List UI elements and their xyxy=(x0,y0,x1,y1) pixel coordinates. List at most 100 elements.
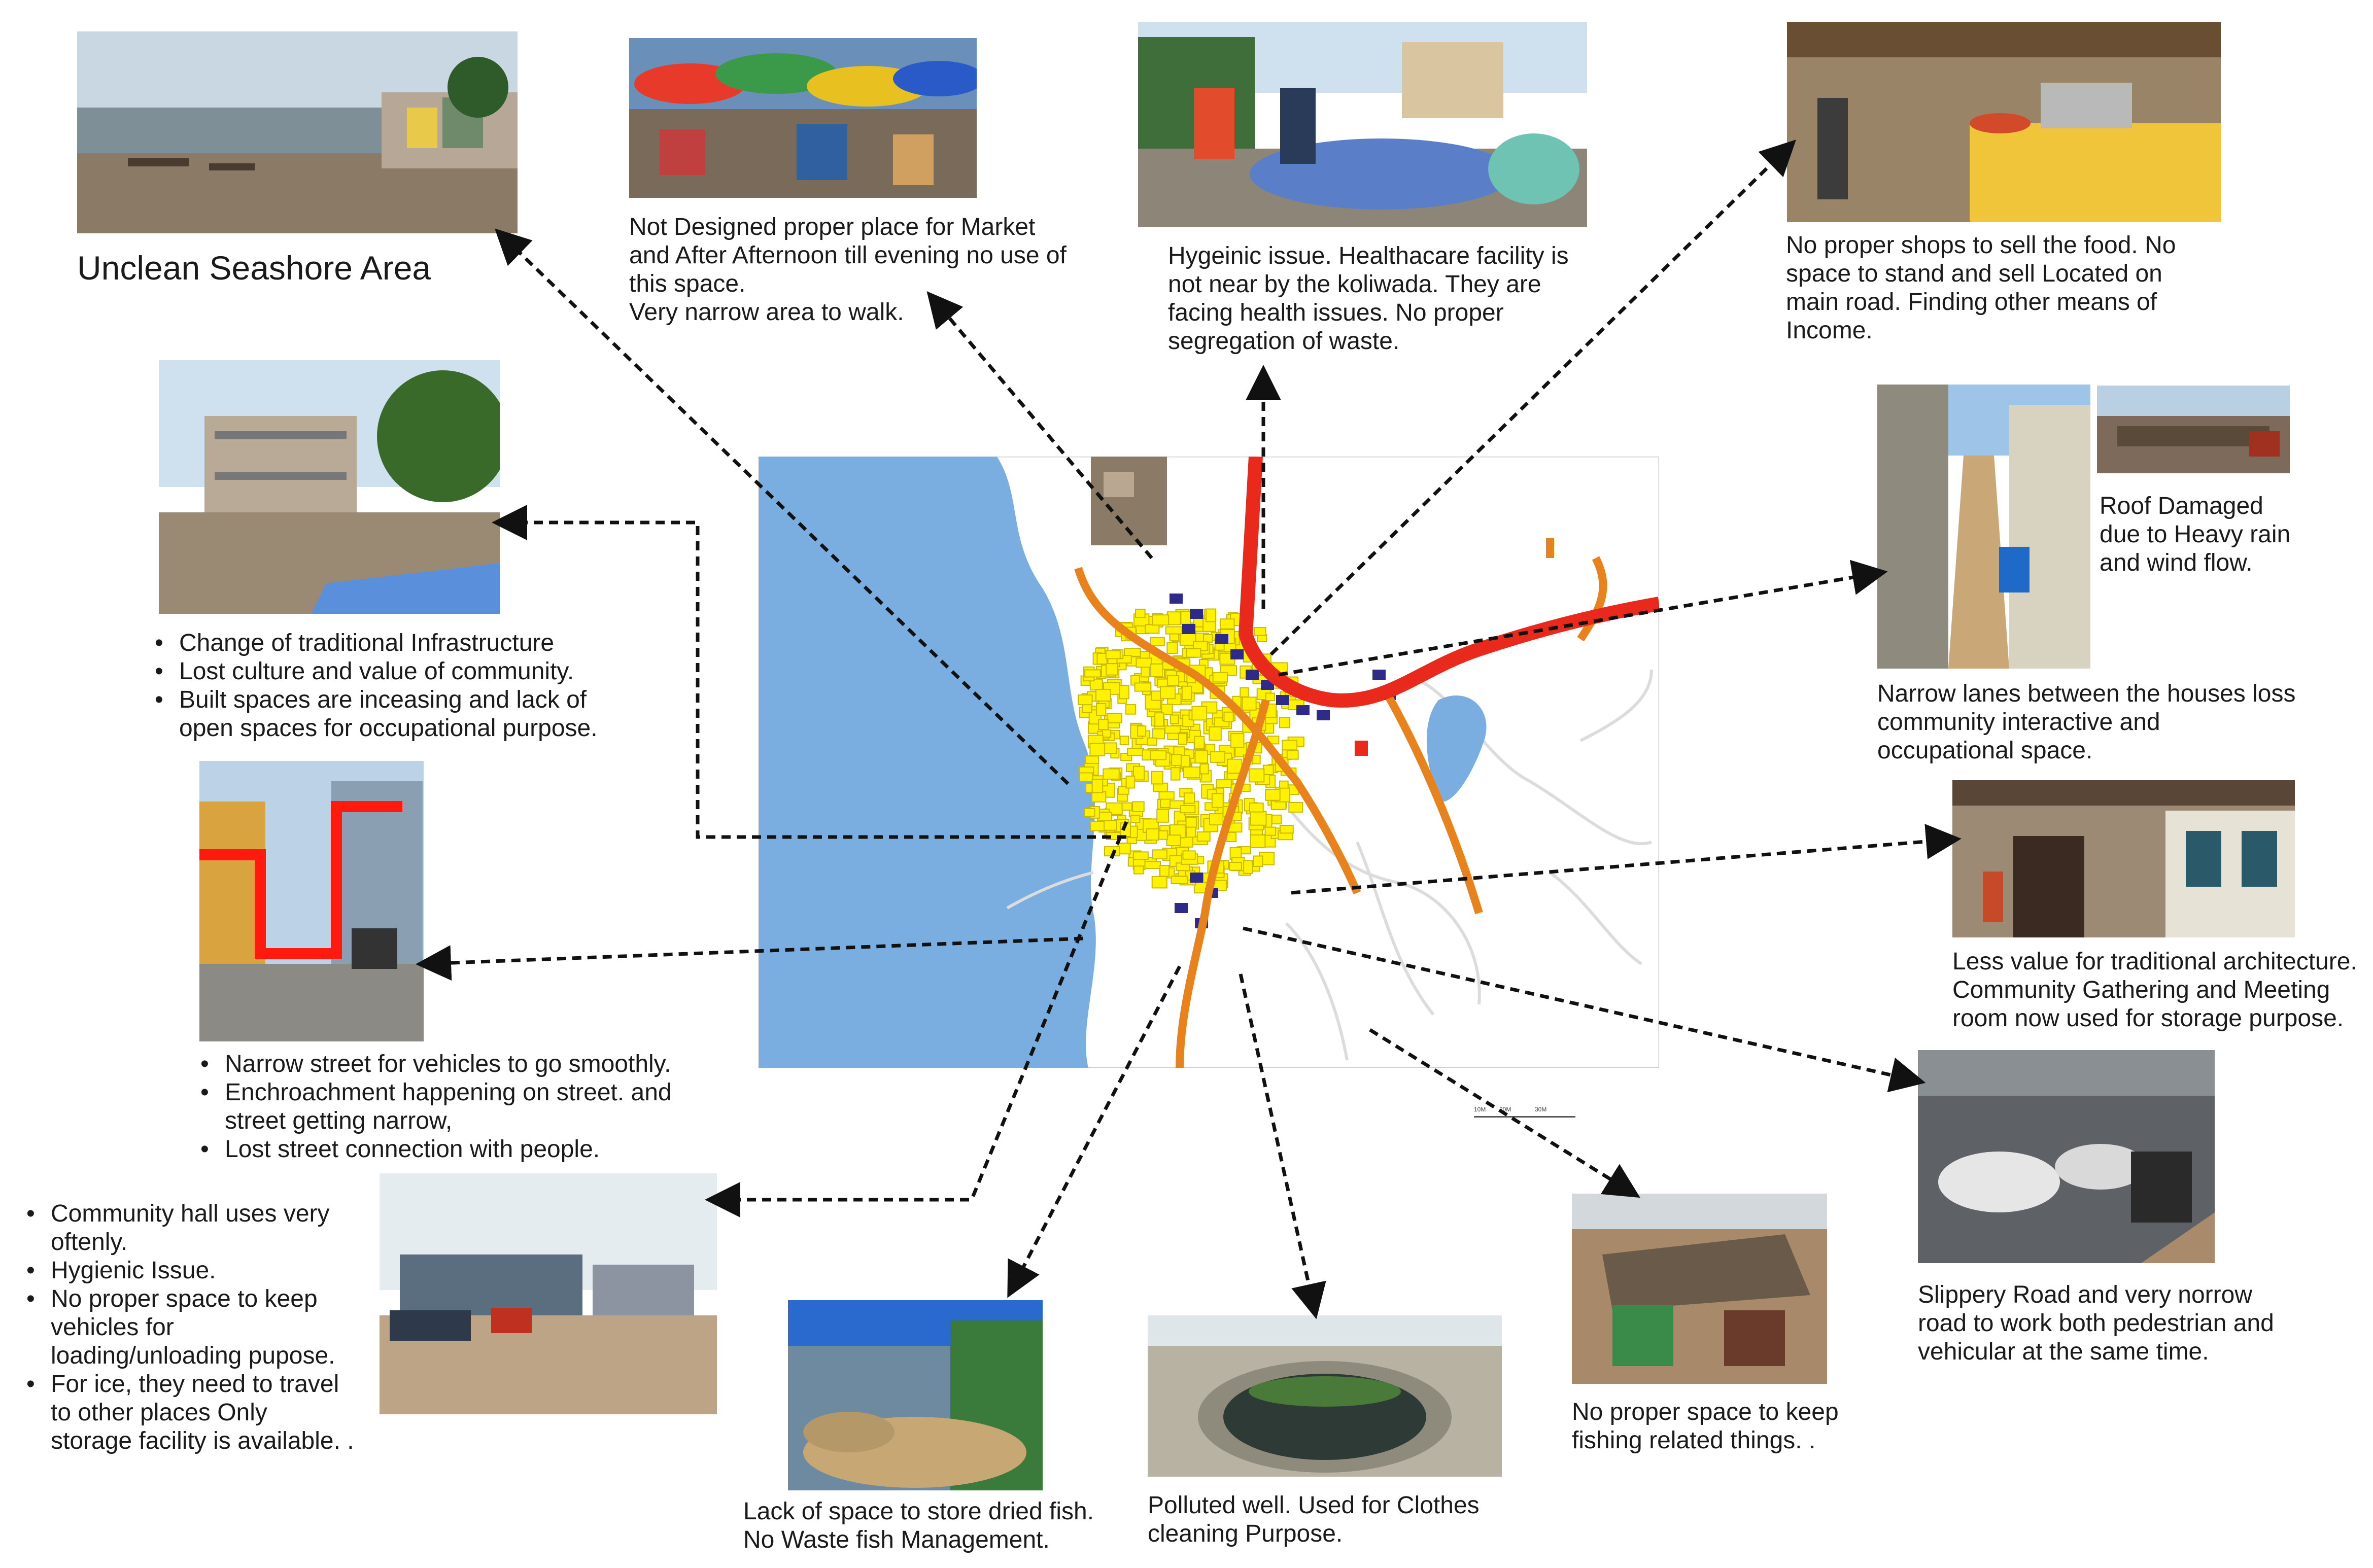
house-block xyxy=(1180,755,1190,768)
house-block xyxy=(1159,865,1170,877)
house-block xyxy=(1164,725,1181,734)
house-block xyxy=(1211,793,1224,808)
house-block xyxy=(1227,758,1243,774)
house-block xyxy=(1170,714,1179,724)
house-block xyxy=(1091,779,1104,793)
list-item: Enchroachment happening on street. and s… xyxy=(200,1078,708,1135)
house-block xyxy=(1133,865,1144,875)
house-block xyxy=(1084,808,1095,817)
scale-label-20: 20M xyxy=(1499,1106,1511,1113)
house-block xyxy=(1151,771,1163,785)
house-block xyxy=(1102,729,1112,738)
house-block xyxy=(1103,768,1120,780)
house-block xyxy=(1105,650,1121,659)
house-block xyxy=(1158,830,1168,840)
house-block xyxy=(1249,803,1264,813)
house-block xyxy=(1121,802,1132,811)
house-block xyxy=(1265,789,1281,801)
caption-well: Polluted well. Used for Clothes cleaning… xyxy=(1148,1491,1533,1548)
list-item: For ice, they need to travel to other pl… xyxy=(26,1370,382,1455)
pond xyxy=(1426,695,1487,802)
house-block xyxy=(1089,743,1106,756)
house-block xyxy=(1133,851,1149,860)
caption-community: Community hall uses very oftenly. Hygien… xyxy=(26,1200,382,1455)
house-block xyxy=(1125,704,1136,715)
commercial-block xyxy=(1246,670,1259,680)
house-block xyxy=(1194,736,1205,749)
seashore-photo xyxy=(77,31,518,233)
house-block xyxy=(1209,726,1222,741)
commercial-block xyxy=(1190,873,1203,883)
house-block xyxy=(1152,728,1165,740)
house-block xyxy=(1209,813,1224,826)
title-unclean-seashore: Unclean Seashore Area xyxy=(77,249,431,287)
well-photo xyxy=(1148,1315,1502,1477)
commercial-block xyxy=(1182,624,1195,634)
community-hall-photo xyxy=(380,1173,717,1414)
caption-fishing-text: No proper space to keep fishing related … xyxy=(1572,1399,1839,1454)
house-block xyxy=(1154,712,1164,727)
house-block xyxy=(1078,694,1093,706)
list-item: Hygienic Issue. xyxy=(26,1257,382,1285)
house-block xyxy=(1150,663,1163,677)
house-block xyxy=(1242,696,1257,711)
caption-waste: Hygeinic issue. Healthacare facility is … xyxy=(1168,242,1625,356)
house-block xyxy=(1171,754,1182,766)
commercial-block xyxy=(1215,634,1228,644)
house-block xyxy=(1084,669,1101,678)
community-list: Community hall uses very oftenly. Hygien… xyxy=(26,1200,382,1455)
caption-slippery-text: Slippery Road and very norrow road to wo… xyxy=(1918,1281,2274,1365)
house-block xyxy=(1282,740,1298,751)
house-block xyxy=(1136,657,1152,668)
house-block xyxy=(1253,855,1263,867)
commercial-block xyxy=(1372,670,1386,680)
house-block xyxy=(1130,815,1141,823)
list-item: Lost street connection with people. xyxy=(200,1135,708,1164)
house-block xyxy=(1085,755,1099,764)
house-block xyxy=(1119,736,1129,745)
old-architecture-photo xyxy=(1952,780,2295,937)
commercial-block xyxy=(1190,609,1203,619)
house-block xyxy=(1196,831,1211,842)
house-block xyxy=(1279,717,1290,728)
house-block xyxy=(1183,766,1200,779)
house-block xyxy=(1271,814,1282,825)
house-block xyxy=(1210,751,1225,763)
shops-photo xyxy=(1787,22,2221,222)
house-block xyxy=(1135,608,1146,618)
fishing-gear-photo xyxy=(1572,1194,1827,1384)
house-block xyxy=(1165,626,1183,635)
caption-dried-fish: Lack of space to store dried fish. No Wa… xyxy=(743,1497,1149,1554)
house-block xyxy=(1096,703,1107,716)
house-block xyxy=(1166,834,1181,847)
house-block xyxy=(1098,719,1109,730)
caption-well-text: Polluted well. Used for Clothes cleaning… xyxy=(1148,1492,1480,1547)
house-block xyxy=(1079,772,1093,782)
house-block xyxy=(1166,611,1181,625)
house-block xyxy=(1158,791,1175,800)
list-item: Change of traditional Infrastructure xyxy=(155,629,652,657)
house-block xyxy=(1156,809,1170,823)
house-block xyxy=(1279,780,1289,789)
house-block xyxy=(1161,704,1173,715)
house-block xyxy=(1250,834,1266,848)
house-block xyxy=(1104,820,1117,831)
infrastructure-list: Change of traditional Infrastructure Los… xyxy=(155,629,652,743)
roof-photo xyxy=(2097,386,2290,473)
list-item: Community hall uses very oftenly. xyxy=(26,1200,382,1257)
house-block xyxy=(1106,663,1118,676)
house-block xyxy=(1137,725,1147,737)
house-block xyxy=(1240,687,1249,698)
caption-waste-text: Hygeinic issue. Healthacare facility is … xyxy=(1168,242,1569,355)
caption-shops: No proper shops to sell the food. No spa… xyxy=(1786,231,2243,345)
caption-infrastructure: Change of traditional Infrastructure Los… xyxy=(155,629,652,743)
scale-label-30: 30M xyxy=(1535,1106,1547,1113)
house-block xyxy=(1145,624,1160,634)
house-block xyxy=(1146,828,1159,841)
narrow-lane-photo xyxy=(1877,385,2090,669)
house-block xyxy=(1150,750,1167,760)
caption-lanes-text: Narrow lanes between the houses loss com… xyxy=(1877,680,2296,764)
dried-fish-photo xyxy=(788,1300,1043,1490)
caption-dried-fish-text: Lack of space to store dried fish. No Wa… xyxy=(743,1498,1094,1553)
house-block xyxy=(1120,822,1131,837)
